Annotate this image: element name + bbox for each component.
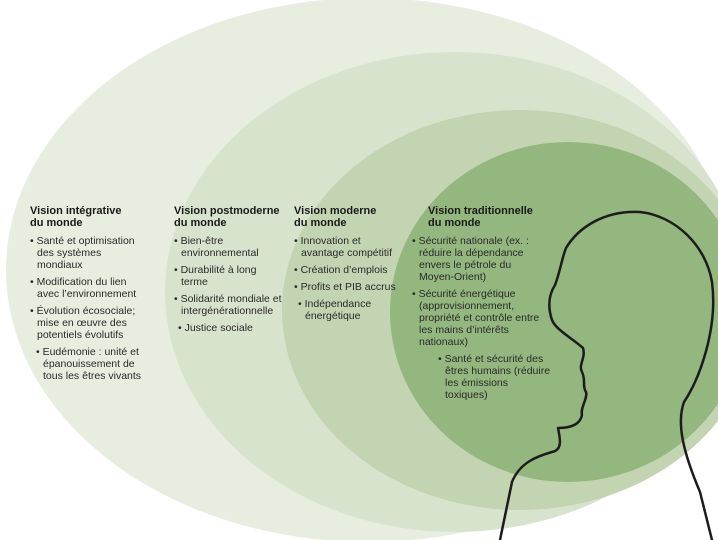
- list-item: Modification du lien avec l’environnemen…: [30, 276, 142, 300]
- heading-line-2: du monde: [30, 217, 83, 229]
- heading-postmodern-view: Vision postmoderne du monde: [174, 205, 284, 229]
- list-item: Solidarité mondiale et intergénérationne…: [174, 293, 284, 317]
- heading-line-2: du monde: [174, 217, 227, 229]
- heading-line-1: Vision intégrative: [30, 205, 122, 217]
- list-item: Évolution écosociale; mise en œuvre des …: [30, 305, 142, 341]
- heading-line-2: du monde: [428, 217, 481, 229]
- heading-line-1: Vision traditionnelle: [428, 205, 533, 217]
- heading-traditional-view: Vision traditionnelle du monde: [428, 205, 554, 229]
- heading-integrative-view: Vision intégrative du monde: [30, 205, 142, 229]
- list-item: Création d’emplois: [294, 264, 400, 276]
- heading-line-1: Vision moderne: [294, 205, 377, 217]
- column-traditional-view: Vision traditionnelle du monde Sécurité …: [412, 205, 554, 406]
- heading-line-2: du monde: [294, 217, 347, 229]
- list-item: Sécurité énergétique (approvisionnement,…: [412, 288, 553, 348]
- list-item: Santé et optimisation des systèmes mondi…: [30, 235, 142, 271]
- list-item: Profits et PIB accrus: [294, 281, 400, 293]
- list-item: Eudémonie : unité et épanouissement de t…: [36, 346, 142, 382]
- list-item: Durabilité à long terme: [174, 264, 261, 288]
- column-postmodern-view: Vision postmoderne du monde Bien-être en…: [174, 205, 284, 339]
- list-item: Innovation et avantage compétitif: [294, 235, 400, 259]
- list-item: Justice sociale: [178, 322, 284, 334]
- list-item: Indépendance énergétique: [298, 298, 385, 322]
- list-item: Santé et sécurité des êtres humains (réd…: [438, 353, 551, 401]
- heading-line-1: Vision postmoderne: [174, 205, 280, 217]
- column-modern-view: Vision moderne du monde Innovation et av…: [294, 205, 400, 327]
- list-item: Bien-être environnemental: [174, 235, 284, 259]
- column-integrative-view: Vision intégrative du monde Santé et opt…: [30, 205, 142, 387]
- list-item: Sécurité nationale (ex. : réduire la dép…: [412, 235, 537, 283]
- heading-modern-view: Vision moderne du monde: [294, 205, 400, 229]
